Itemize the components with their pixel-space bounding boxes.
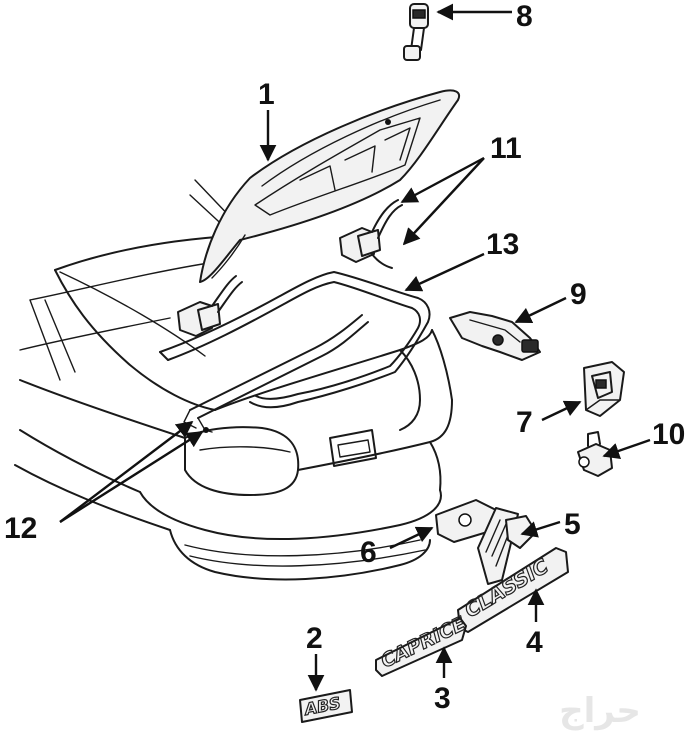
trunk-lid-hinges bbox=[177, 199, 403, 337]
callout-5: 5 bbox=[564, 508, 581, 541]
classic-emblem: CLASSIC bbox=[457, 547, 569, 633]
callout-8: 8 bbox=[516, 0, 533, 33]
trunk-latch bbox=[449, 311, 541, 361]
callout-12: 12 bbox=[4, 512, 37, 545]
caprice-emblem: CAPRICE bbox=[375, 612, 470, 677]
callout-3: 3 bbox=[434, 682, 451, 715]
abs-emblem: ABS bbox=[299, 689, 353, 723]
release-cable bbox=[183, 314, 369, 433]
callout-1: 1 bbox=[258, 78, 275, 111]
latch-striker bbox=[583, 361, 625, 417]
trunk-weatherstrip bbox=[159, 271, 431, 409]
car-body bbox=[14, 179, 453, 581]
callout-11: 11 bbox=[490, 132, 522, 165]
callout-9: 9 bbox=[570, 278, 587, 311]
callout-10: 10 bbox=[652, 418, 685, 451]
leader-arrows bbox=[59, 3, 651, 692]
callout-labels: 1 2 3 4 5 6 7 8 9 10 11 12 13 bbox=[4, 0, 685, 715]
callout-13: 13 bbox=[486, 228, 519, 261]
emblem-bracket bbox=[477, 507, 537, 585]
trunk-lid bbox=[199, 89, 460, 283]
callout-7: 7 bbox=[516, 406, 533, 439]
callout-2: 2 bbox=[306, 622, 323, 655]
callout-6: 6 bbox=[360, 536, 377, 569]
site-watermark: حراج bbox=[559, 691, 641, 731]
lock-cylinder bbox=[403, 3, 429, 61]
callout-4: 4 bbox=[526, 626, 543, 659]
watermark-text: حراج bbox=[559, 691, 641, 731]
